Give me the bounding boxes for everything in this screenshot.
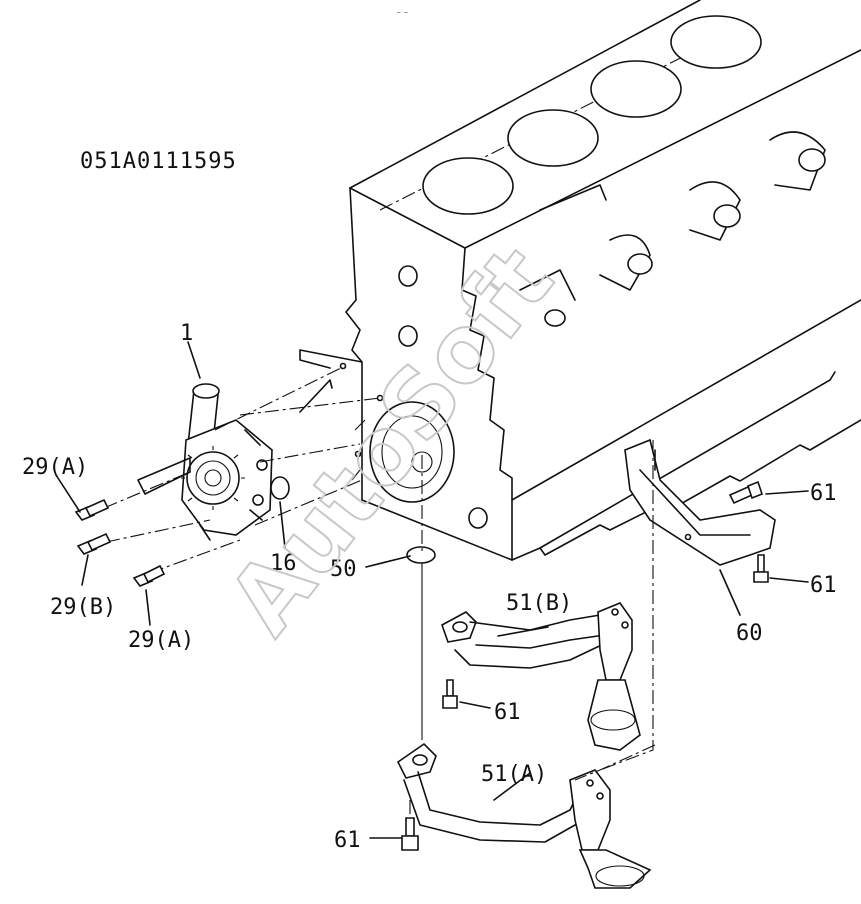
callout-61-mid: 61 — [494, 700, 521, 725]
callout-51a: 51(A) — [481, 762, 547, 787]
leader-lines — [55, 341, 809, 839]
gasket-50 — [406, 546, 436, 564]
cylinder-bore-3 — [590, 60, 682, 118]
watermark: AutoSoft — [208, 227, 574, 653]
bracket-60 — [599, 438, 776, 771]
oil-strainer-51a — [396, 742, 656, 889]
o-ring — [270, 476, 290, 500]
cylinder-bore-1 — [422, 157, 514, 215]
callout-61-bottom: 61 — [334, 828, 361, 853]
top-mark: — — — [397, 9, 408, 16]
bolt-29a-top — [74, 498, 110, 521]
oil-pump — [181, 383, 273, 541]
engine-block — [299, 0, 861, 561]
figure-code: 051A0111595 — [80, 149, 237, 174]
callout-60: 60 — [736, 621, 763, 646]
bolt-29b — [76, 532, 112, 555]
bolt-61-mid — [442, 679, 458, 709]
bolt-61-bottom — [401, 817, 419, 851]
pump-gear — [186, 451, 240, 505]
callout-51b: 51(B) — [506, 591, 572, 616]
cylinder-bore-2 — [507, 109, 599, 167]
callout-61-right-top: 61 — [810, 481, 837, 506]
callout-50: 50 — [330, 557, 357, 582]
bolt-29a-bottom — [132, 564, 166, 587]
cylinder-bore-4 — [670, 15, 762, 69]
callout-61-right-mid: 61 — [810, 573, 837, 598]
callout-16: 16 — [270, 551, 297, 576]
oil-strainer-51b — [441, 602, 641, 751]
callout-29a-top: 29(A) — [22, 455, 88, 480]
callout-29b: 29(B) — [50, 595, 116, 620]
callout-29a-bottom: 29(A) — [128, 628, 194, 653]
bolt-61-right-top — [728, 480, 763, 505]
bolt-61-right-mid — [753, 554, 769, 583]
callout-1: 1 — [180, 321, 193, 346]
